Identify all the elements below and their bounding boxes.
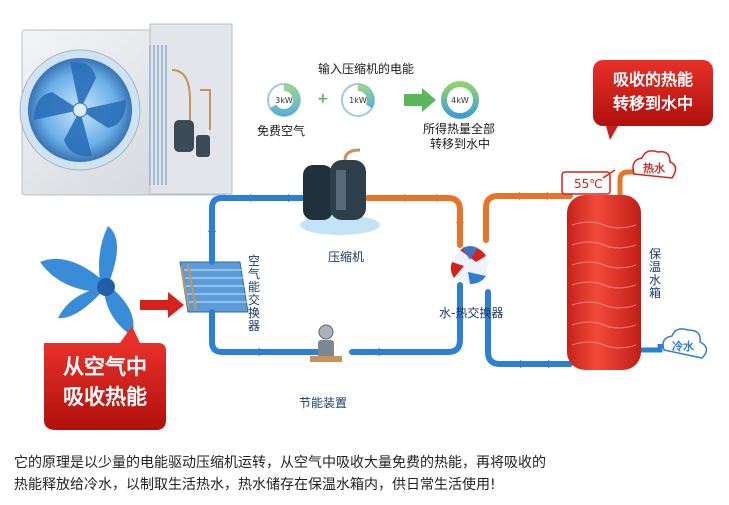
cold-inlet-pipe xyxy=(641,344,663,353)
gauge-label-result-2: 转移到水中 xyxy=(430,137,491,151)
footer-text: 它的原理是以少量的电能驱动压缩机运转，从空气中吸收大量免费的热能，再将吸收的 热… xyxy=(14,452,719,496)
air-exchanger-label: 空气能交换器 xyxy=(247,254,260,333)
left-callout-bg xyxy=(44,326,166,430)
gauge-value-3: 4kW xyxy=(451,96,469,105)
gauge-row xyxy=(267,81,479,119)
hot-outlet-pipe xyxy=(617,169,646,195)
right-callout-line-2: 转移到水中 xyxy=(612,94,693,113)
gauge-label-result-1: 所得热量全部 xyxy=(423,122,496,136)
temp-bubble-icon xyxy=(561,169,616,195)
fan-icon xyxy=(40,226,134,336)
temperature-label: 55℃ xyxy=(574,177,603,191)
right-callout-line-1: 吸收的热能 xyxy=(612,70,693,89)
exchanger-icon xyxy=(179,261,249,313)
tank-label: 保温水箱 xyxy=(648,247,661,300)
left-callout: 从空气中 吸收热能 xyxy=(44,352,166,412)
outdoor-unit-icon xyxy=(19,23,233,196)
gauge-value-2: 1kW xyxy=(349,96,367,105)
gauge-label-free-air: 免费空气 xyxy=(257,124,306,138)
right-callout: 吸收的热能 转移到水中 xyxy=(593,68,713,116)
top-caption: 输入压缩机的电能 xyxy=(318,62,415,76)
water-exchanger-label: 水-热交换器 xyxy=(439,306,504,320)
expansion-label: 节能装置 xyxy=(299,396,348,410)
plus-sign: + xyxy=(317,91,329,107)
left-callout-line-1: 从空气中 xyxy=(63,355,147,379)
cold-water-label: 冷水 xyxy=(672,340,694,353)
valve-icon xyxy=(310,324,342,362)
gauge-value-1: 3kW xyxy=(275,96,293,105)
hot-water-cloud-icon xyxy=(632,150,677,179)
tank-icon xyxy=(567,195,641,370)
air-flow-arrow xyxy=(140,292,184,318)
cold-water-cloud-icon xyxy=(662,328,708,359)
compressor-label: 压缩机 xyxy=(328,250,365,264)
compressor-icon xyxy=(300,148,380,235)
left-callout-line-2: 吸收热能 xyxy=(63,385,147,409)
water-exchanger-icon xyxy=(450,246,488,285)
flow-arrows xyxy=(208,194,380,356)
water-loop xyxy=(483,193,573,367)
right-callout-bg xyxy=(593,60,713,140)
hot-water-label: 热水 xyxy=(643,162,665,175)
footer-line-1: 它的原理是以少量的电能驱动压缩机运转，从空气中吸收大量免费的热能，再将吸收的 xyxy=(14,455,546,471)
footer-line-2: 热能释放给冷水，以制取生活热水，热水储存在保温水箱内，供日常生活使用! xyxy=(14,477,496,493)
